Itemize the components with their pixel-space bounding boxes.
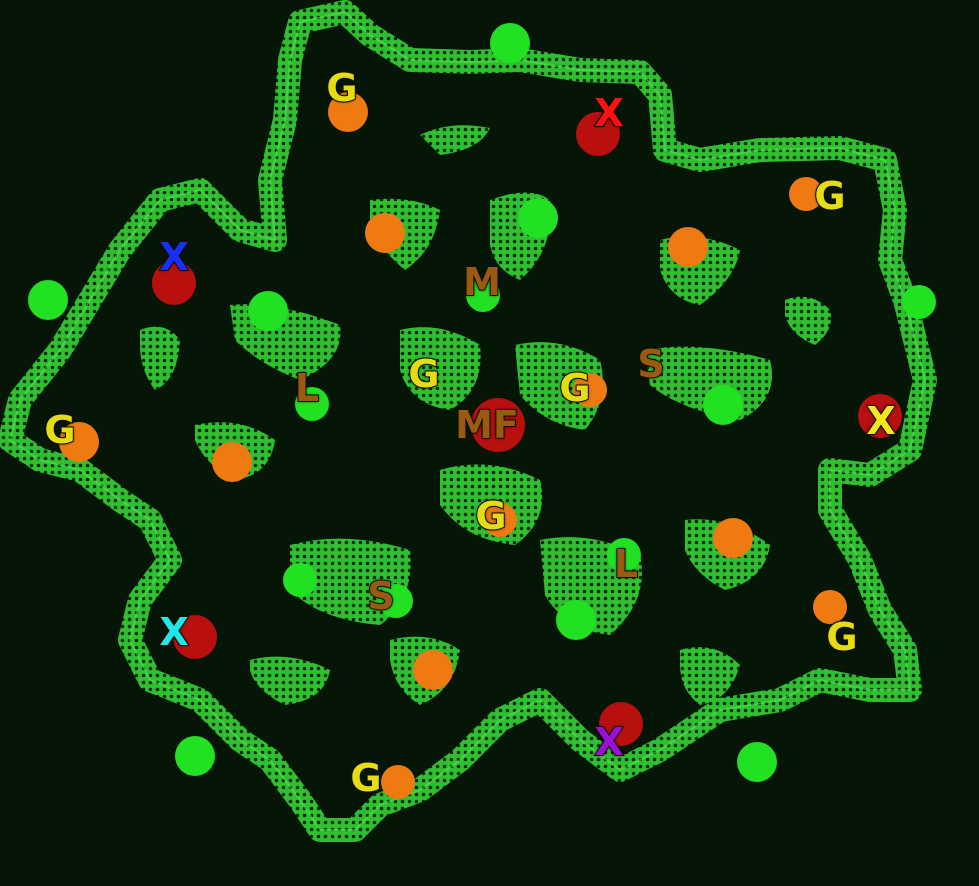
label-g: G: [825, 615, 858, 659]
green-marker[interactable]: [556, 600, 596, 640]
green-marker[interactable]: [902, 285, 936, 319]
green-marker[interactable]: [175, 736, 215, 776]
label-g: G: [558, 366, 591, 410]
green-marker[interactable]: [490, 23, 530, 63]
orange-marker[interactable]: [59, 422, 99, 462]
green-marker[interactable]: [737, 742, 777, 782]
green-marker[interactable]: [703, 385, 743, 425]
red-marker[interactable]: [152, 261, 196, 305]
label-x-cyan: X: [158, 610, 189, 654]
label-g: G: [43, 408, 76, 452]
label-x-purple: X: [593, 720, 624, 764]
orange-marker[interactable]: [365, 213, 405, 253]
orange-marker[interactable]: [413, 650, 453, 690]
label-l: L: [294, 366, 320, 410]
orange-marker[interactable]: [713, 518, 753, 558]
red-marker[interactable]: [576, 112, 620, 156]
label-g: G: [349, 756, 382, 800]
label-g: G: [407, 352, 440, 396]
label-m: M: [462, 260, 502, 304]
label-s: S: [636, 342, 665, 386]
green-marker[interactable]: [466, 278, 500, 312]
label-l: L: [613, 542, 639, 586]
orange-marker[interactable]: [328, 92, 368, 132]
green-marker[interactable]: [379, 584, 413, 618]
orange-marker[interactable]: [381, 765, 415, 799]
red-marker[interactable]: [471, 398, 525, 452]
label-x-blue: X: [158, 235, 189, 279]
red-marker[interactable]: [599, 702, 643, 746]
orange-marker[interactable]: [483, 503, 517, 537]
label-mf: MF: [454, 403, 520, 447]
label-g: G: [813, 174, 846, 218]
orange-marker[interactable]: [212, 442, 252, 482]
orange-marker[interactable]: [813, 590, 847, 624]
red-marker[interactable]: [173, 615, 217, 659]
green-marker[interactable]: [248, 291, 288, 331]
orange-marker[interactable]: [668, 227, 708, 267]
orange-marker[interactable]: [573, 373, 607, 407]
label-g: G: [474, 494, 507, 538]
green-marker[interactable]: [518, 198, 558, 238]
label-x-yellow: X: [865, 399, 896, 443]
green-marker[interactable]: [607, 538, 641, 572]
label-s: S: [366, 574, 395, 618]
label-x-red: X: [593, 91, 624, 135]
label-g: G: [325, 66, 358, 110]
orange-marker[interactable]: [789, 177, 823, 211]
green-marker[interactable]: [28, 280, 68, 320]
green-marker[interactable]: [283, 563, 317, 597]
red-marker[interactable]: [858, 394, 902, 438]
green-marker[interactable]: [295, 387, 329, 421]
